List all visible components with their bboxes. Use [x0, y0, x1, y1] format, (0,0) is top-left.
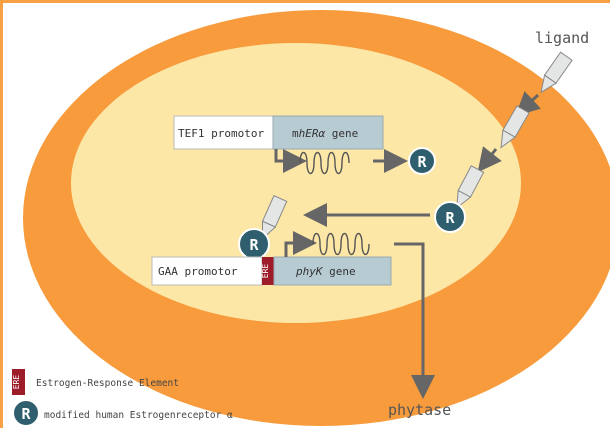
- gaa-promotor-box: [151, 256, 263, 286]
- ligand-nucleus-arrow: [477, 146, 502, 173]
- legend-ere-symbol: ERE: [12, 375, 21, 390]
- receptor-new: [408, 147, 436, 175]
- tef1-promotor-label: TEF1 promotor: [178, 127, 264, 140]
- mhera-mrna-wave: [299, 151, 350, 175]
- gaa-promotor-label: GAA promotor: [158, 265, 238, 278]
- tef1-promotor-box: [173, 115, 275, 150]
- phytase-secretion-arrow: [394, 242, 435, 399]
- phyk-gene-label: phyK gene: [295, 265, 356, 278]
- legend-ere-text: Estrogen-Response Element: [36, 378, 179, 389]
- ligand-bound-right: [456, 165, 485, 210]
- legend-ere-swatch: [12, 369, 25, 395]
- yeast-cell-diagram: TEF1 promotor mhERα gene R ligand R R GA…: [12, 10, 610, 427]
- legend-receptor-symbol: [12, 399, 40, 427]
- ere-element: [262, 257, 274, 285]
- phytase-label: phytase: [388, 401, 451, 419]
- receptor-complex-right: [434, 201, 466, 233]
- receptor-complex-left-letter: R: [249, 236, 259, 254]
- mhera-gene-label: mhERα gene: [292, 127, 358, 140]
- ligand-label: ligand: [535, 29, 589, 47]
- receptor-complex-right-letter: R: [445, 209, 455, 227]
- mhera-gene-box: [272, 115, 384, 150]
- nucleus: [71, 43, 521, 323]
- legend-receptor-letter: R: [21, 405, 31, 423]
- ligand-outside: [540, 51, 573, 94]
- tef1-transcription-arrow: [274, 149, 307, 173]
- phyk-gene-box: [273, 256, 392, 286]
- ligand-entry-arrow: [515, 91, 541, 117]
- legend-receptor-text: modified human Estrogenreceptor α: [44, 410, 233, 421]
- ligand-cytoplasm: [500, 105, 530, 149]
- ligand-bound-left: [261, 195, 288, 240]
- receptor-new-letter: R: [417, 153, 427, 171]
- gaa-transcription-arrow: [284, 231, 317, 257]
- phyk-mrna-wave: [312, 232, 370, 256]
- ere-element-label: ERE: [261, 264, 270, 279]
